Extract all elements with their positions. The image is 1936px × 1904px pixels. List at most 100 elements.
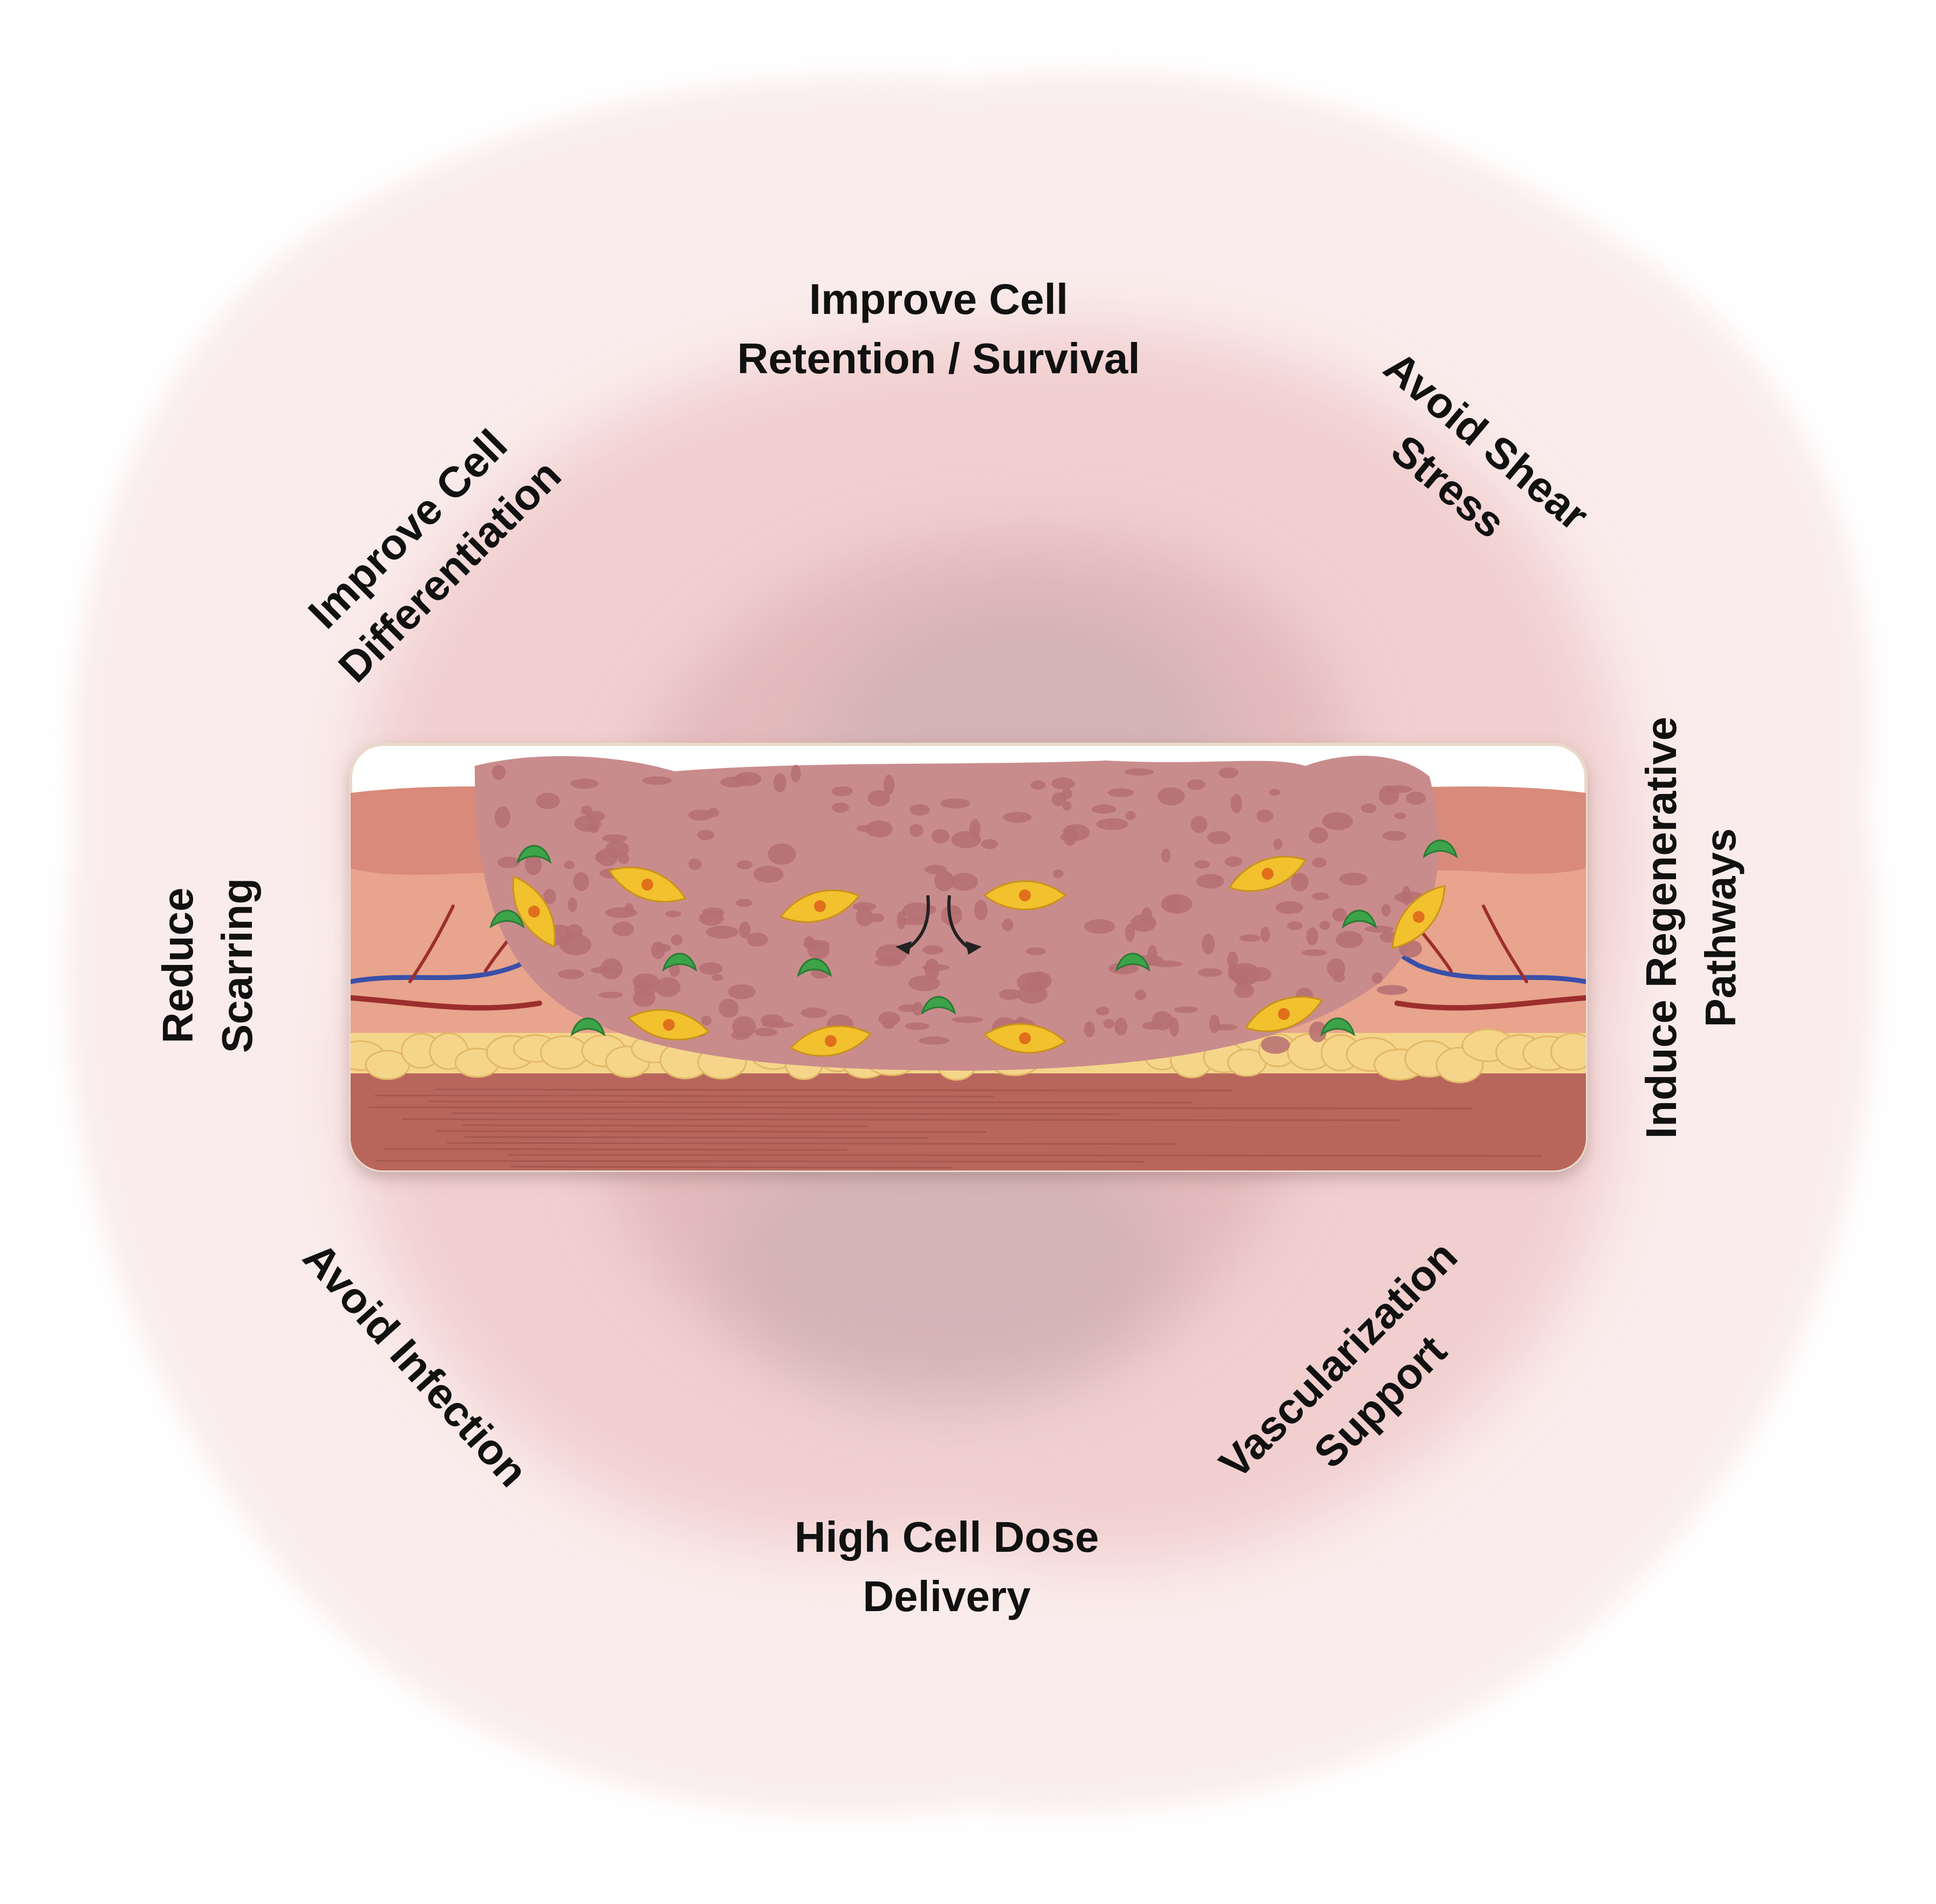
vessel xyxy=(1482,905,1528,983)
pore xyxy=(1335,931,1363,948)
pore xyxy=(706,926,738,939)
pore xyxy=(1194,860,1210,869)
immune-cell xyxy=(489,909,525,929)
pore xyxy=(1161,848,1171,863)
pore xyxy=(924,865,947,874)
pore xyxy=(919,1036,949,1045)
pore xyxy=(1108,962,1139,975)
pore xyxy=(642,776,672,785)
pore xyxy=(1051,777,1075,790)
pore xyxy=(688,810,713,821)
arrowhead-icon xyxy=(895,941,912,955)
pore xyxy=(1406,791,1426,805)
pore xyxy=(803,940,830,949)
pore xyxy=(950,873,978,891)
immune-cell xyxy=(662,953,697,972)
pore xyxy=(738,921,751,939)
pore xyxy=(753,866,784,883)
pore xyxy=(570,778,599,789)
pore xyxy=(536,792,560,810)
pore xyxy=(1052,869,1064,878)
label-line: Reduce xyxy=(154,887,202,1044)
pore xyxy=(867,790,890,806)
pore xyxy=(699,962,723,975)
label-line: High Cell Dose xyxy=(794,1513,1099,1561)
fat-cell xyxy=(539,1035,589,1070)
muscle-fiber xyxy=(464,1136,929,1139)
stem-cell-nucleus xyxy=(641,879,653,891)
pore xyxy=(734,772,762,786)
muscle-fiber xyxy=(451,1112,1120,1115)
pore xyxy=(934,870,954,892)
pore xyxy=(1026,971,1052,991)
pore xyxy=(1198,968,1223,977)
pore xyxy=(882,1019,895,1029)
pore xyxy=(1158,787,1185,806)
muscle-fiber xyxy=(447,1142,1178,1145)
pore xyxy=(1273,838,1283,850)
pore xyxy=(801,1008,827,1018)
halo-grey-blob xyxy=(717,1127,1171,1408)
pore xyxy=(605,840,630,858)
immune-cell xyxy=(516,845,552,864)
arrow-right-icon xyxy=(947,895,972,951)
pore xyxy=(1230,793,1242,813)
pore xyxy=(719,998,739,1018)
pore xyxy=(1030,780,1046,790)
pore xyxy=(1339,872,1368,886)
stem-cell-nucleus xyxy=(825,1035,837,1047)
pore xyxy=(707,808,720,817)
label-line: Pathways xyxy=(1696,828,1745,1028)
pore xyxy=(1174,1006,1199,1013)
pore xyxy=(712,974,723,981)
pore xyxy=(736,899,753,907)
immune-cell xyxy=(1115,953,1151,972)
pore xyxy=(922,964,950,971)
stem-cell-nucleus xyxy=(663,1019,675,1031)
pore xyxy=(1187,779,1206,790)
fat-cell xyxy=(1550,1032,1586,1071)
pore xyxy=(1379,931,1397,943)
muscle-fiber xyxy=(435,1088,1233,1092)
immune-cell xyxy=(921,996,956,1015)
label-line: Delivery xyxy=(863,1572,1031,1620)
pore xyxy=(1141,1022,1162,1030)
pore xyxy=(1209,1014,1220,1033)
pore xyxy=(525,854,542,875)
immune-cell xyxy=(570,1017,606,1037)
pore xyxy=(1147,945,1158,965)
vessel xyxy=(1394,995,1586,1011)
pore xyxy=(1309,827,1329,844)
pore xyxy=(1332,908,1347,922)
pore xyxy=(656,943,671,952)
pore xyxy=(1269,789,1281,796)
pore xyxy=(1229,963,1260,984)
stem-cell xyxy=(1228,855,1307,892)
pore xyxy=(497,857,520,868)
stem-cell xyxy=(608,866,687,903)
pore xyxy=(567,897,577,913)
pore xyxy=(922,945,943,955)
label-bottom: High Cell Dose Delivery xyxy=(795,1508,1099,1626)
stem-cell xyxy=(789,1025,872,1057)
pore xyxy=(1287,921,1303,930)
pore xyxy=(598,991,624,998)
pore xyxy=(1275,901,1303,914)
label-line: Scarring xyxy=(213,878,261,1053)
pore xyxy=(1319,921,1330,930)
pore xyxy=(688,858,702,870)
pore xyxy=(1191,816,1208,833)
pore xyxy=(736,860,753,869)
pore xyxy=(1379,785,1399,806)
pore xyxy=(1228,964,1237,981)
pore xyxy=(1150,960,1182,968)
stem-cell xyxy=(779,889,860,923)
pore xyxy=(605,907,638,919)
pore xyxy=(731,1031,750,1040)
pore xyxy=(852,902,877,911)
pore xyxy=(1309,1021,1327,1043)
immune-cell xyxy=(1342,909,1377,929)
pore xyxy=(1125,811,1136,820)
arrowhead-icon xyxy=(966,941,982,955)
